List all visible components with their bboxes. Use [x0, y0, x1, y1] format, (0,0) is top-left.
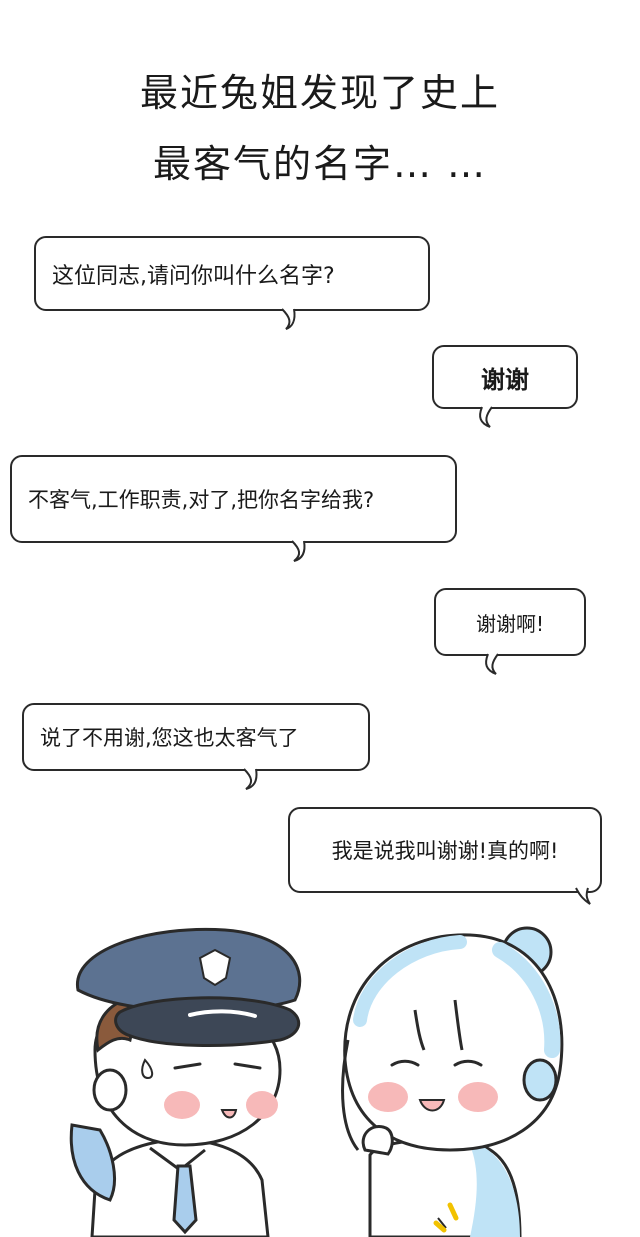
- title-line-2: 最客气的名字… …: [152, 142, 488, 186]
- bubble-text: 谢谢: [481, 365, 529, 394]
- bubble-text: 谢谢啊!: [475, 611, 545, 636]
- speech-bubble-girl-1: 谢谢: [432, 345, 578, 409]
- title-line-1: 最近兔姐发现了史上: [139, 71, 500, 115]
- speech-bubble-officer-1: 这位同志,请问你叫什么名字?: [34, 236, 430, 311]
- bubble-tail: [575, 887, 591, 905]
- speech-bubble-officer-3: 说了不用谢,您这也太客气了: [22, 703, 370, 771]
- speech-bubble-officer-2: 不客气,工作职责,对了,把你名字给我?: [10, 455, 457, 543]
- bubble-text: 这位同志,请问你叫什么名字?: [52, 263, 335, 289]
- bubble-text: 不客气,工作职责,对了,把你名字给我?: [28, 488, 375, 512]
- speech-bubble-girl-2: 谢谢啊!: [434, 588, 586, 656]
- speech-bubble-girl-3: 我是说我叫谢谢!真的啊!: [288, 807, 602, 893]
- bubble-text: 我是说我叫谢谢!真的啊!: [331, 839, 559, 863]
- bubble-tail: [291, 540, 306, 562]
- bubble-tail: [243, 768, 258, 790]
- bubble-tail: [281, 308, 296, 330]
- cartoon-illustration: [69, 926, 564, 1237]
- officer-character: [69, 927, 302, 1237]
- bubble-text: 说了不用谢,您这也太客气了: [40, 726, 299, 750]
- bubble-tail: [479, 406, 493, 428]
- girl-character: [341, 926, 564, 1237]
- bubble-tail: [485, 653, 499, 675]
